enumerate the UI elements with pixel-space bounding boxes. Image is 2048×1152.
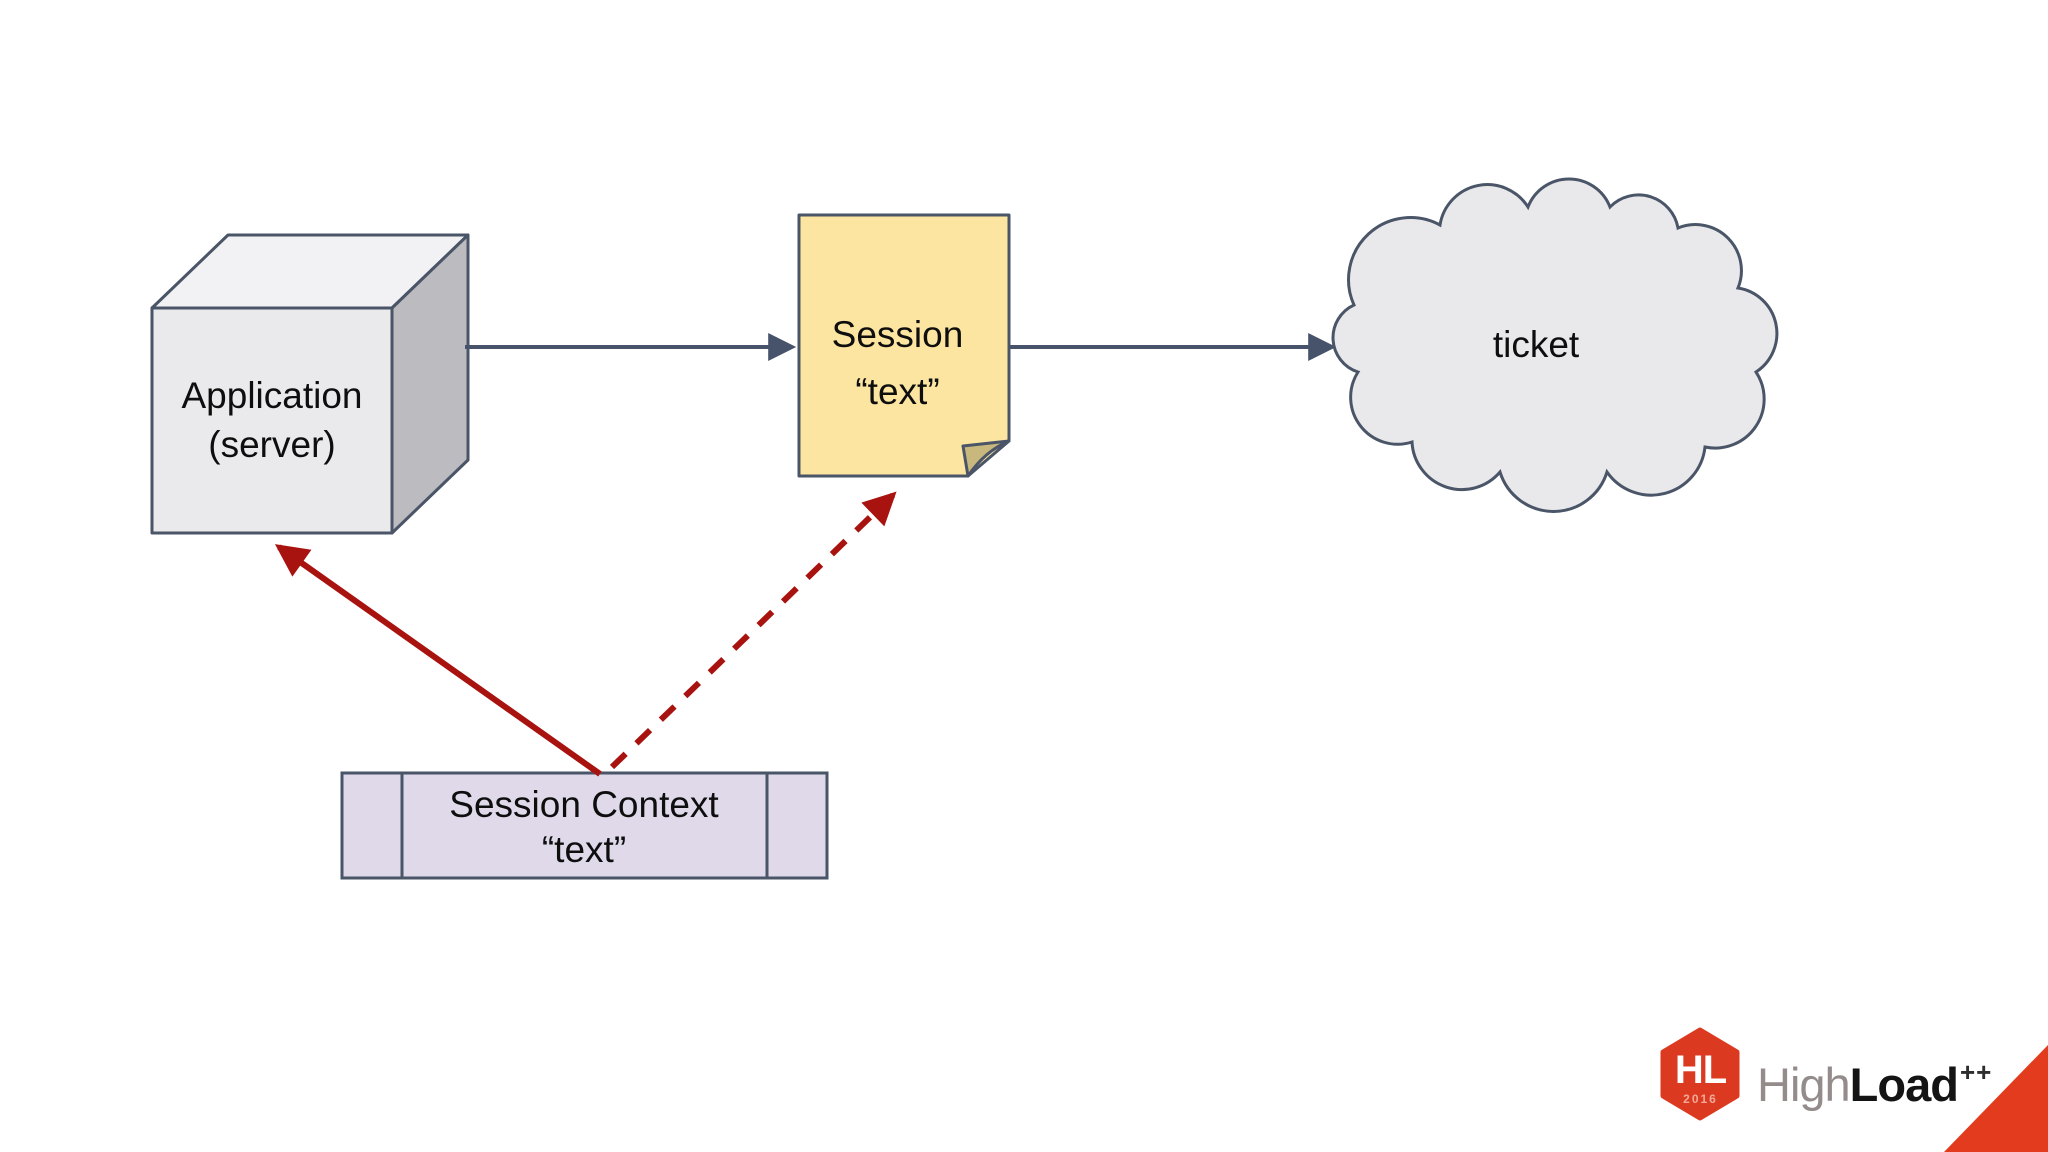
highload-plusplus: ++ [1959,1057,1993,1087]
session-note-label: Session “text” [795,306,1000,421]
application-label-line2: (server) [208,423,336,465]
application-cube-shape [150,233,470,535]
highload-year-text: 2016 [1683,1092,1718,1106]
application-label-line1: Application [181,375,363,416]
cloud-shape [1331,177,1779,513]
application-label: Application (server) [122,372,422,470]
highload-hexagon [1660,1027,1740,1121]
session-note-shape [797,213,1011,478]
arrow-context-to-session [609,491,897,770]
highload-wordmark-high: High [1757,1058,1851,1111]
session-context-shape [340,771,829,880]
cloud-label: ticket [1436,321,1636,370]
session-context-label: Session Context “text” [410,782,758,872]
arrow-context-to-application [274,544,602,777]
highload-wordmark-load: Load [1849,1058,1959,1111]
highload-wordmark: HighLoad++ [1757,1046,1992,1111]
session-note-label-line1: Session [831,314,964,355]
cloud-label-text: ticket [1492,324,1580,365]
session-context-label-line1: Session Context [449,784,719,825]
note-fold-corner [961,439,1011,478]
session-context-label-line2: “text” [541,829,627,871]
highload-hexagon-text: HL [1674,1048,1727,1092]
corner-triangle [1944,1045,2048,1152]
session-note-label-line2: “text” [855,371,940,413]
